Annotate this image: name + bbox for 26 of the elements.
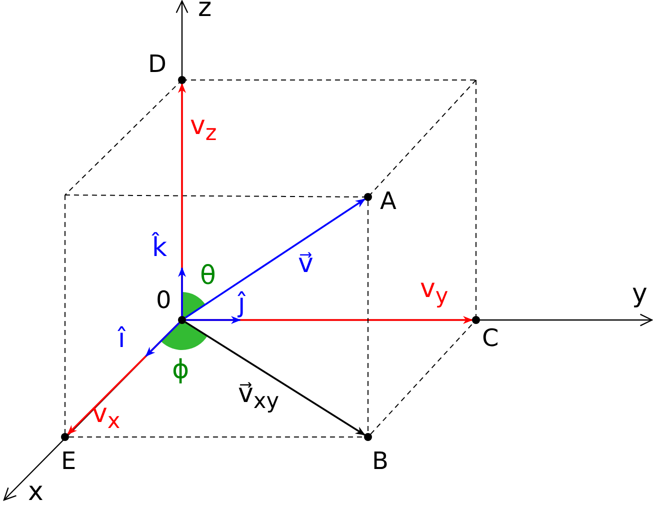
- edge-label: v$_{y}$: [420, 275, 448, 312]
- edge-label: v$_{z}$: [190, 112, 217, 148]
- point-label: C: [482, 326, 499, 350]
- angle-label: ϕ: [172, 356, 190, 384]
- edge-label: k̂: [152, 234, 168, 262]
- vector-arrow: [178, 267, 186, 316]
- angle-label: θ: [200, 262, 216, 290]
- edge-label: î: [118, 325, 126, 353]
- axis-label: x: [28, 478, 44, 505]
- edge-label: ĵ: [238, 290, 246, 318]
- point-label: 0: [156, 288, 172, 312]
- dashed-line: [68, 436, 364, 438]
- axis-label: y: [632, 280, 648, 308]
- axis-label: z: [198, 0, 212, 22]
- point-label: A: [380, 189, 396, 213]
- point-label: B: [372, 449, 388, 473]
- edge-label: v⃗: [298, 250, 314, 278]
- edge-label: v⃗$_{xy}$: [238, 380, 280, 416]
- vector-arrow: [184, 321, 366, 436]
- vector-arrow: [184, 198, 366, 319]
- vector-arrow: [145, 322, 180, 357]
- edge-label: v$_{x}$: [92, 400, 120, 436]
- dashed-line: [370, 322, 474, 435]
- point-label: D: [148, 52, 166, 76]
- vector-arrow: [186, 316, 241, 324]
- point-label: E: [61, 449, 76, 473]
